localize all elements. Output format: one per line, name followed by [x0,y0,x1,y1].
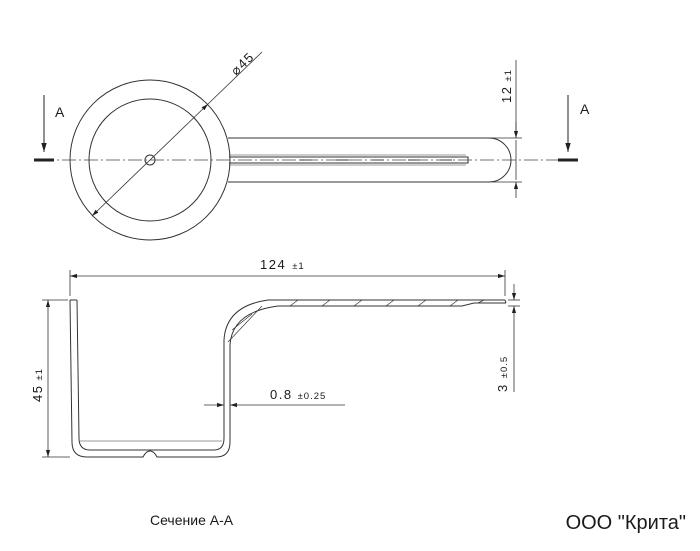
length-label: 124±1 [260,257,305,272]
section-view [69,299,507,458]
height-dimension [42,299,70,458]
section-hatching [227,299,485,343]
section-cut-right [558,95,578,162]
thickness-dimension [490,60,522,198]
section-caption: Сечение А-А [150,512,234,528]
section-label-left: A [55,104,65,120]
length-dimension [69,270,506,296]
height-label: 45±1 [30,368,45,402]
section-cut-left [34,95,54,162]
company-name: ООО "Крита" [565,512,686,534]
handle-thickness-dimension [508,284,520,392]
wall-label: 0.8±0.25 [270,387,326,402]
handle-thickness-label: 3±0.5 [495,356,510,392]
section-label-right: A [580,101,590,117]
cup-outer [69,299,506,458]
thickness-label: 12±1 [499,69,514,103]
diameter-dimension [91,51,263,217]
diameter-label: ⌀45 [228,49,258,78]
cup-inner [76,299,505,451]
